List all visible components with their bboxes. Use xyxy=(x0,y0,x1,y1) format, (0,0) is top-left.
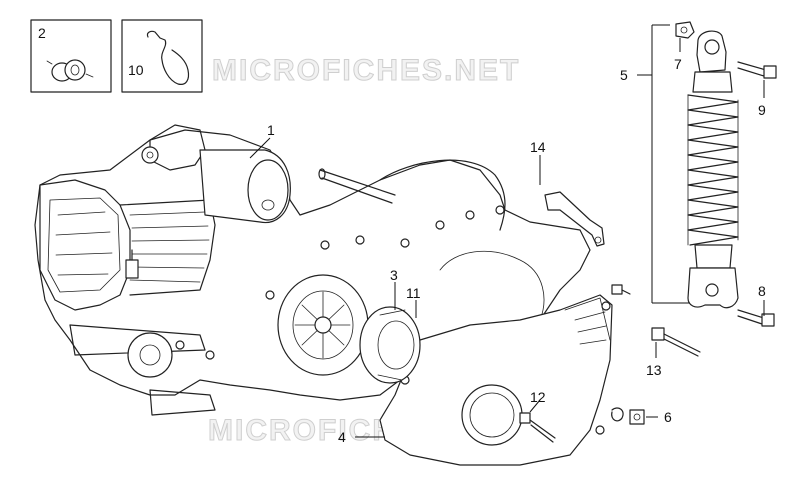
engine-assembly xyxy=(34,124,613,466)
drive-shaft xyxy=(318,168,396,204)
bushing-part xyxy=(46,59,94,82)
cylinder-head xyxy=(39,179,131,311)
bolt-12 xyxy=(519,412,556,443)
bolt-8 xyxy=(737,309,775,327)
callout-10: 10 xyxy=(128,62,144,78)
callout-8: 8 xyxy=(758,283,766,299)
housing-bolts xyxy=(175,205,505,360)
spark-plug xyxy=(125,249,139,279)
shock-absorber xyxy=(687,30,739,309)
callout-2: 2 xyxy=(38,25,46,41)
inset-box-10: 10 xyxy=(121,19,203,93)
exhaust-stub xyxy=(69,324,216,416)
callout-9: 9 xyxy=(758,102,766,118)
side-cover xyxy=(379,294,613,466)
cylinder-fins xyxy=(119,199,216,296)
callout-6: 6 xyxy=(664,409,672,425)
callout-1: 1 xyxy=(267,122,275,138)
callout-13: 13 xyxy=(646,362,662,378)
inset-box-2: 2 xyxy=(30,19,112,93)
wire-clip-part xyxy=(146,30,190,85)
watermark-top: MICROFICHES.NET xyxy=(212,54,520,87)
bolt-13 xyxy=(651,327,701,357)
bolt-small xyxy=(611,284,631,295)
leader-lines xyxy=(249,24,765,438)
callout-4: 4 xyxy=(338,429,346,445)
callout-3: 3 xyxy=(390,267,398,283)
callout-7: 7 xyxy=(674,56,682,72)
callout-12: 12 xyxy=(530,389,546,405)
cooling-fan xyxy=(277,274,369,376)
callout-14: 14 xyxy=(530,139,546,155)
bracket-part xyxy=(544,191,605,247)
transmission-housing xyxy=(379,159,506,231)
spring-coil xyxy=(687,94,739,246)
callout-5: 5 xyxy=(620,67,628,83)
bolt-9 xyxy=(737,61,777,79)
starter-motor xyxy=(199,149,291,224)
clip-6 xyxy=(611,407,645,425)
nut-7 xyxy=(675,21,695,39)
filter-element xyxy=(359,306,421,384)
callout-11: 11 xyxy=(406,285,421,301)
